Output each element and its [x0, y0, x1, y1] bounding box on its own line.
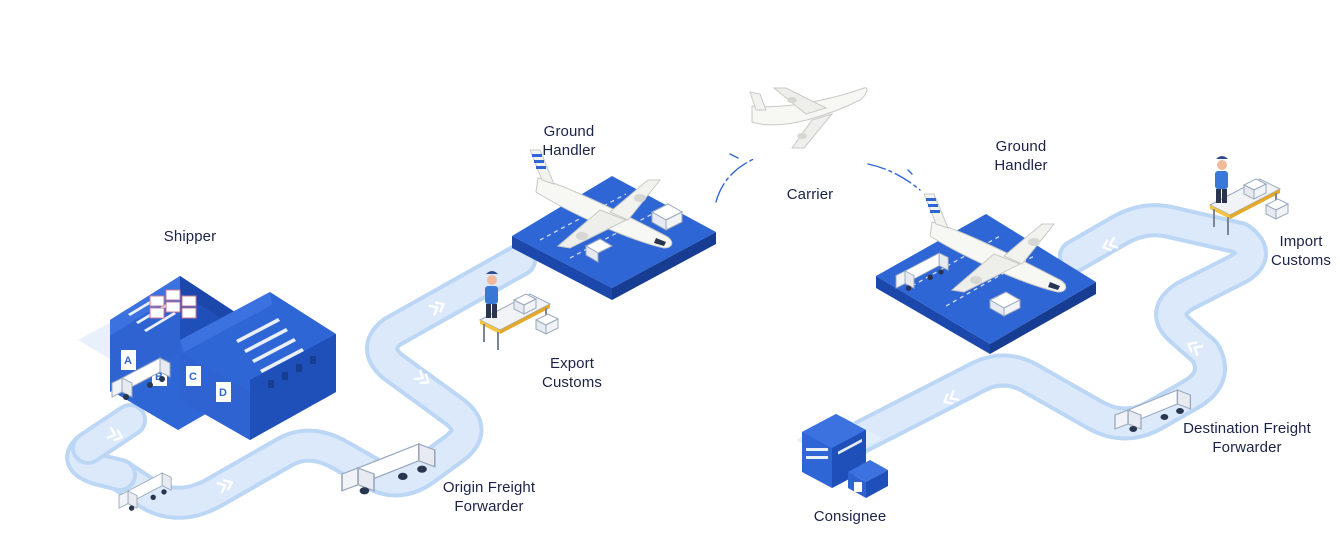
label-line: Ground [995, 138, 1047, 155]
label-line: Customs [542, 374, 602, 391]
label-line: Ground [543, 123, 595, 140]
label-line: Destination Freight [1183, 420, 1311, 437]
flight-arc [715, 153, 921, 203]
node-label-shipper: Shipper [140, 227, 240, 246]
node-label-carrier: Carrier [760, 185, 860, 204]
svg-text:C: C [189, 371, 197, 383]
label-line: Shipper [163, 228, 217, 245]
warehouse-icon: A B C D [78, 276, 336, 440]
label-line: Forwarder [454, 498, 524, 515]
svg-text:D: D [219, 387, 227, 399]
apron-platform-icon [512, 176, 716, 300]
aircraft-icon [749, 87, 868, 149]
office-building-icon [796, 414, 888, 498]
customs-officer-icon [479, 270, 559, 351]
node-label-consignee: Consignee [790, 507, 910, 526]
label-line: Export [550, 355, 594, 372]
road-path [65, 203, 1268, 520]
label-line: Customs [1271, 252, 1331, 269]
label-line: Handler [994, 157, 1048, 174]
label-line: Import [1279, 233, 1323, 250]
label-line: Origin Freight [442, 479, 536, 496]
label-line: Handler [542, 142, 596, 159]
label-line: Carrier [786, 186, 834, 203]
svg-text:A: A [124, 355, 132, 367]
svg-text:B: B [155, 371, 163, 383]
label-line: Consignee [813, 508, 887, 525]
label-line: Forwarder [1212, 439, 1282, 456]
